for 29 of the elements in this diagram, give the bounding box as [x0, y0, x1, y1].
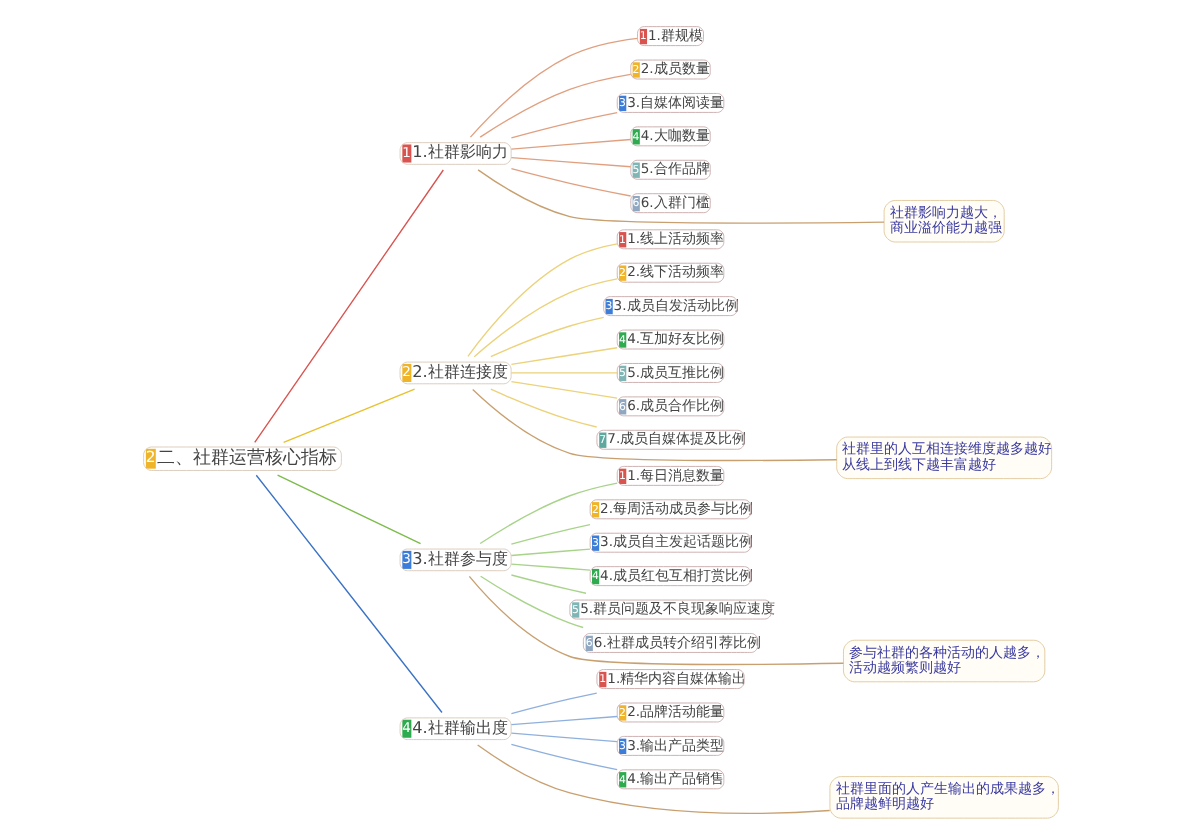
connector — [509, 372, 617, 374]
connector — [509, 138, 631, 150]
connector — [467, 575, 844, 666]
connector — [489, 388, 597, 428]
connector — [509, 692, 597, 715]
connector — [509, 732, 617, 743]
connector — [509, 743, 617, 771]
connector — [489, 316, 604, 358]
connector — [275, 474, 421, 545]
connector — [509, 112, 617, 139]
connector — [509, 574, 586, 594]
connector — [466, 243, 617, 358]
connector — [509, 157, 631, 168]
connector — [253, 169, 443, 443]
connector — [509, 715, 617, 726]
connector — [475, 744, 830, 814]
connector — [281, 388, 415, 444]
connector — [471, 388, 837, 462]
connector — [509, 167, 631, 197]
connector — [478, 73, 631, 138]
connector — [478, 482, 617, 545]
connector — [509, 523, 590, 545]
connector — [509, 380, 617, 399]
connector — [472, 278, 617, 358]
connector — [509, 548, 590, 557]
connector — [509, 563, 590, 571]
connector — [254, 474, 442, 714]
connector — [476, 169, 884, 224]
connector — [509, 347, 617, 365]
